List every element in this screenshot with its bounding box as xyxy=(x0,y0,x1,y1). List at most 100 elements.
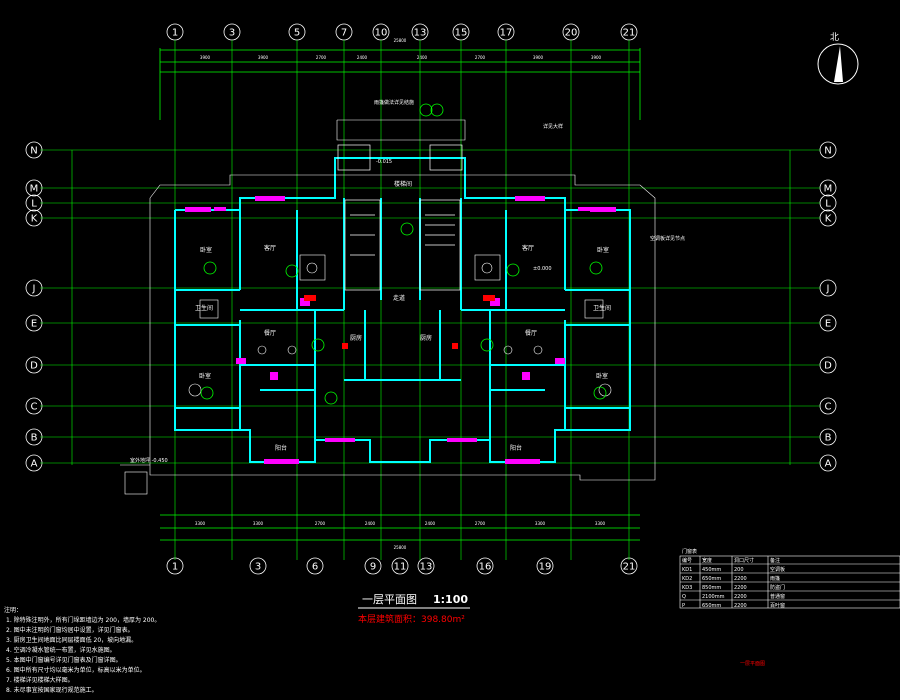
bottom-total: 25800 xyxy=(394,545,407,550)
note-line: 5. 本图中门窗编号详见门窗表及门窗详图。 xyxy=(6,656,122,664)
grid-left-label: K xyxy=(31,214,38,225)
grid-left-label: N xyxy=(30,146,37,157)
drawing-label: 一层平面图 xyxy=(740,661,765,667)
legend-cell: 850mm xyxy=(702,585,721,591)
grid-right-label: K xyxy=(825,214,832,225)
legend-title: 门窗表 xyxy=(682,548,697,555)
top-dim: 2700 xyxy=(316,55,327,60)
legend-header: 宽度 xyxy=(702,557,712,564)
note-line: 3. 厨房卫生间地面比同层楼面低 20，坡向地漏。 xyxy=(6,636,137,644)
window-markers xyxy=(185,196,616,464)
room-label: 客厅 xyxy=(264,244,276,252)
notes-title: 注明： xyxy=(4,606,22,614)
room-label: 楼梯间 xyxy=(394,180,412,188)
room-label: 阳台 xyxy=(275,444,287,452)
grid-left-label: A xyxy=(31,459,38,470)
legend-header: 编号 xyxy=(682,557,692,564)
room-label: 客厅 xyxy=(522,244,534,252)
note-line: 4. 空调冷凝水管统一布置，详见水施图。 xyxy=(6,646,116,654)
legend-cell: 防盗门 xyxy=(770,584,785,591)
top-dim: 3900 xyxy=(591,55,602,60)
annotation: ±0.000 xyxy=(533,266,552,272)
annotation: 详见大样 xyxy=(543,123,563,130)
drawing-title: 一层平面图 xyxy=(362,593,417,606)
floor-area: 本层建筑面积：398.80m² xyxy=(358,613,465,625)
grid-bottom-label: 3 xyxy=(255,562,261,573)
grid-right-label: J xyxy=(826,284,830,295)
grid-right-label: M xyxy=(824,184,833,195)
top-dim: 2400 xyxy=(417,55,428,60)
axis-lines-horizontal xyxy=(40,149,820,465)
legend-cell: 650mm xyxy=(702,603,721,609)
top-dimension-text: 25800 3900 3900 2700 2400 2400 2700 3900… xyxy=(200,38,602,60)
legend-cell: 2200 xyxy=(734,585,747,591)
grid-bottom-bubble xyxy=(306,557,324,575)
grid-top-label: 5 xyxy=(294,28,300,39)
grid-top-label: 21 xyxy=(623,28,636,39)
legend-cell: 普通窗 xyxy=(770,593,785,600)
red-markers xyxy=(304,295,495,349)
room-label: 卧室 xyxy=(199,372,211,380)
top-dimension-lines xyxy=(159,48,641,120)
grid-bottom-bubble xyxy=(391,557,409,575)
grid-top-label: 17 xyxy=(500,28,513,39)
grid-right-label: B xyxy=(825,433,832,444)
legend-cell: 雨篷 xyxy=(770,575,780,582)
bottom-dimension-text: 3300 3300 2700 2400 2400 2700 3300 3300 … xyxy=(195,521,606,550)
grid-bottom-label: 11 xyxy=(394,562,407,573)
legend-cell: 2200 xyxy=(734,603,747,609)
note-line: 7. 楼梯详见楼梯大样图。 xyxy=(6,676,74,684)
grid-bottom-label: 19 xyxy=(539,562,552,573)
room-label: 卫生间 xyxy=(593,304,611,312)
grid-bottom-label: 9 xyxy=(370,562,376,573)
legend-cell: 200 xyxy=(734,567,744,573)
north-arrow-icon: 北 xyxy=(817,32,859,85)
legend-cell: Q xyxy=(682,594,686,600)
annotation: 雨篷做法详见结施 xyxy=(374,99,414,106)
legend-cell: 空调板 xyxy=(770,566,785,573)
drawing-scale: 1:100 xyxy=(433,593,468,606)
room-label: 卧室 xyxy=(596,372,608,380)
grid-right-label: E xyxy=(825,319,831,330)
legend-cell: KD2 xyxy=(682,576,692,582)
annotation: 室外地坪 -0.450 xyxy=(130,457,168,464)
grid-bottom-label: 6 xyxy=(312,562,318,573)
bottom-dimension-lines xyxy=(160,514,640,541)
grid-top-label: 7 xyxy=(341,28,347,39)
north-label: 北 xyxy=(830,32,839,43)
grid-left-label: E xyxy=(31,319,37,330)
grid-left-label: J xyxy=(32,284,36,295)
room-label: 厨房 xyxy=(420,334,432,342)
bottom-dim: 2700 xyxy=(475,521,486,526)
roof-outline xyxy=(120,119,656,495)
legend-cell: P xyxy=(682,603,685,609)
bottom-dim: 2700 xyxy=(315,521,326,526)
annotation: -0.015 xyxy=(376,159,392,165)
grid-top-label: 15 xyxy=(455,28,468,39)
room-label: 卧室 xyxy=(200,246,212,254)
grid-top-label: 3 xyxy=(229,28,235,39)
grid-right-label: C xyxy=(825,402,832,413)
room-label: 厨房 xyxy=(350,334,362,342)
annotations: 雨篷做法详见结施 详见大样 空调板详见节点 -0.015 ±0.000 室外地坪… xyxy=(130,99,685,464)
note-line: 8. 未尽事宜按国家现行规范施工。 xyxy=(6,686,98,694)
stair-well xyxy=(337,144,463,291)
top-dim: 3900 xyxy=(258,55,269,60)
room-label: 餐厅 xyxy=(525,329,537,337)
legend-cell: 2200 xyxy=(734,576,747,582)
legend-header: 洞口尺寸 xyxy=(734,557,754,564)
note-line: 2. 图中未注明的门窗均居中设置，详见门窗表。 xyxy=(6,626,134,634)
bottom-dim: 3300 xyxy=(195,521,206,526)
legend-cell: 650mm xyxy=(702,576,721,582)
grid-top-label: 10 xyxy=(375,28,388,39)
legend-cell: 2100mm xyxy=(702,594,725,600)
grid-top-label: 20 xyxy=(565,28,578,39)
room-axis-markers xyxy=(200,103,607,405)
building-walls xyxy=(174,157,631,463)
legend-header: 备注 xyxy=(770,557,780,564)
legend-cell: 百叶窗 xyxy=(770,602,785,609)
